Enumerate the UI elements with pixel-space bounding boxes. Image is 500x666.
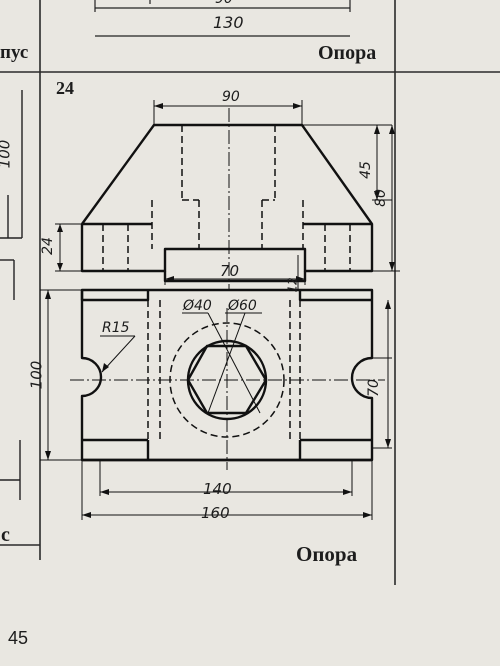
dim-base-length: 160 [201, 504, 230, 522]
task-caption: Опора [296, 542, 358, 566]
dim-boss-height: 12 [285, 277, 300, 293]
dim-plan-depth: 100 [27, 360, 46, 390]
top-dim-partial: 90 [215, 0, 233, 7]
dim-hole-diameter: Ø40 [183, 298, 212, 314]
top-dim-width: 130 [213, 13, 244, 32]
left-caption-bottom: с [1, 524, 10, 546]
dim-upper-height: 45 [357, 161, 374, 179]
dim-boss-width: 70 [220, 262, 240, 280]
dim-side-height: 24 [39, 237, 56, 255]
dim-hex-diameter: Ø60 [228, 298, 257, 314]
page-number: 45 [8, 628, 29, 648]
dim-total-height: 80 [372, 189, 389, 207]
dim-base-inner-length: 140 [203, 480, 232, 498]
top-caption: Опора [318, 42, 377, 64]
task-number: 24 [56, 78, 74, 98]
dim-slot-spacing: 70 [365, 379, 382, 397]
left-dim-vertical: 100 [0, 139, 14, 169]
left-caption-top: пус [0, 42, 29, 63]
dim-slot-radius: R15 [102, 320, 130, 336]
dim-top-width: 90 [222, 89, 240, 105]
